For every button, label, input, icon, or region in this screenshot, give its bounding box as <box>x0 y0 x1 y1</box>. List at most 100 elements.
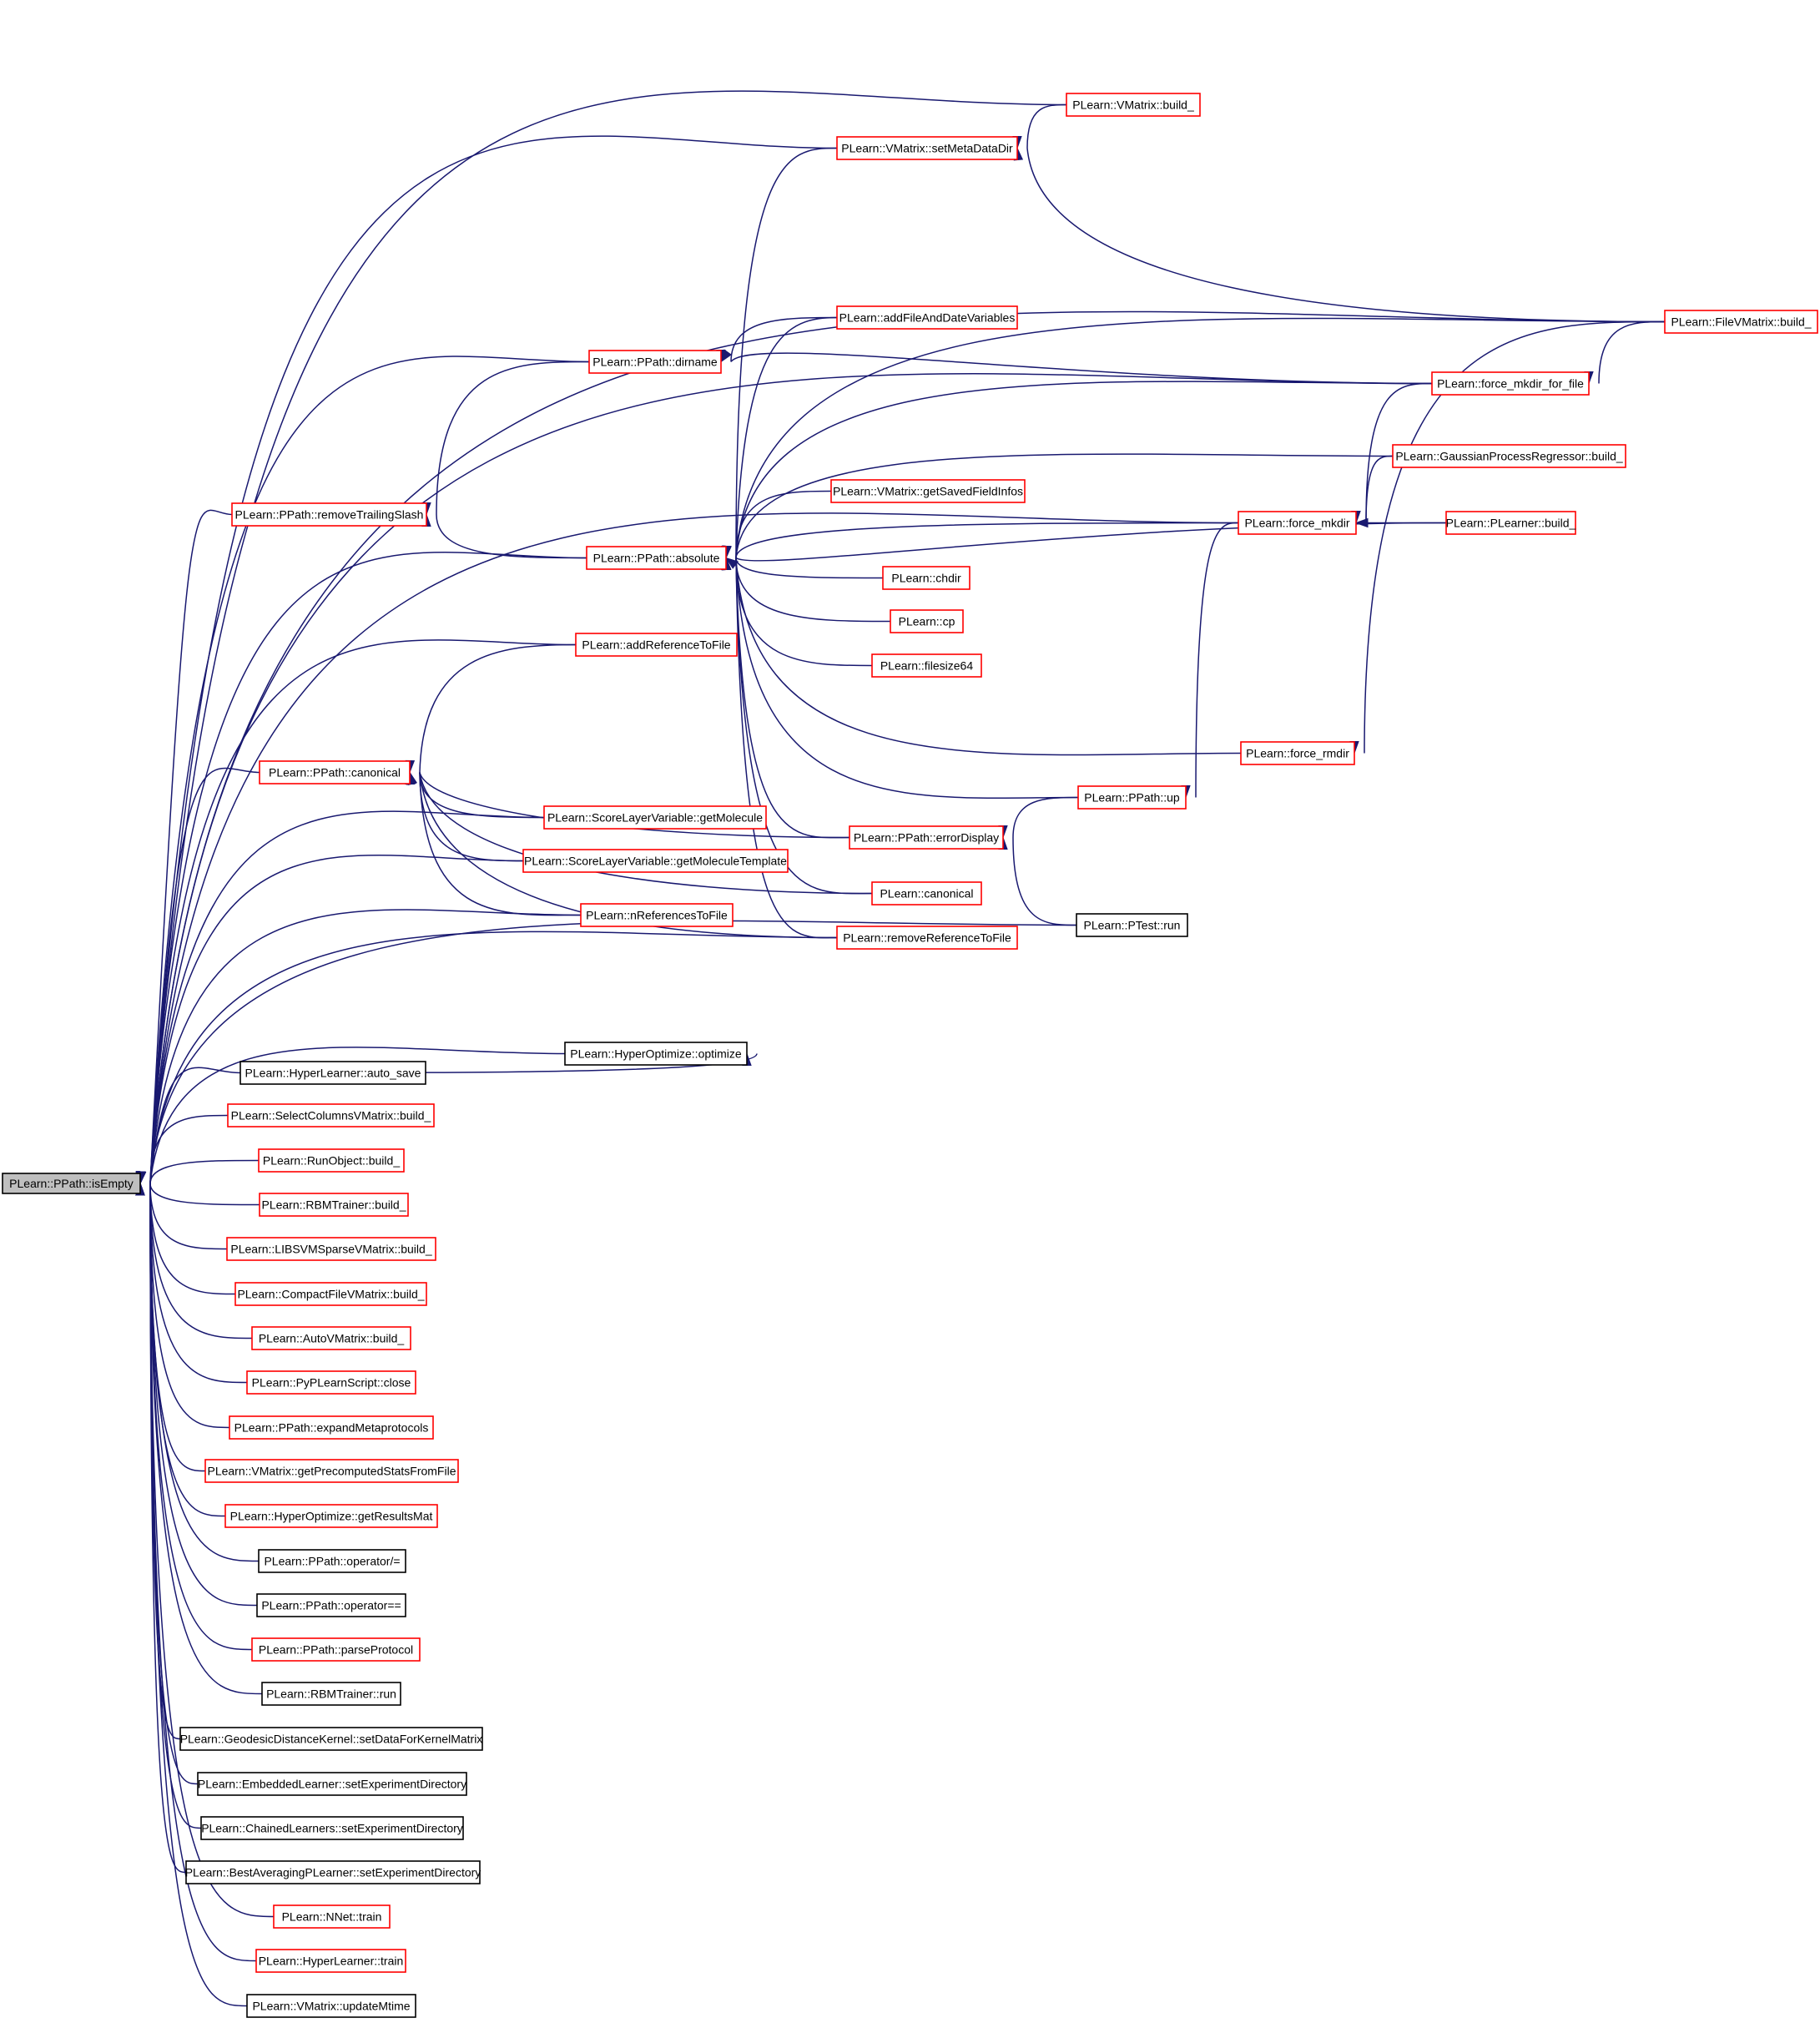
node-absolute[interactable]: PLearn::PPath::absolute <box>586 546 727 570</box>
node-box <box>259 760 411 784</box>
node-rbmRun[interactable]: PLearn::RBMTrainer::run <box>261 1682 401 1706</box>
node-label: PLearn::PLearner::build_ <box>1446 517 1576 530</box>
node-autoVM[interactable]: PLearn::AutoVMatrix::build_ <box>251 1326 411 1350</box>
node-label: PLearn::HyperOptimize::optimize <box>570 1047 742 1061</box>
node-getSaved[interactable]: PLearn::VMatrix::getSavedFieldInfos <box>830 479 1026 503</box>
node-box <box>522 849 789 873</box>
node-autoSave[interactable]: PLearn::HyperLearner::auto_save <box>239 1061 426 1085</box>
node-updMtime[interactable]: PLearn::VMatrix::updateMtime <box>246 1994 416 2018</box>
edge-absolute-gpr <box>722 453 1394 559</box>
node-vm_build[interactable]: PLearn::VMatrix::build_ <box>1066 93 1201 117</box>
node-nRefs[interactable]: PLearn::nReferencesToFile <box>580 903 734 927</box>
node-dirname[interactable]: PLearn::PPath::dirname <box>588 350 722 374</box>
node-force_mkdir[interactable]: PLearn::force_mkdir <box>1238 511 1357 535</box>
node-box <box>179 1727 483 1751</box>
node-box <box>229 1415 434 1440</box>
edge-isEmpty-selCols <box>135 1114 229 1185</box>
node-expand[interactable]: PLearn::PPath::expandMetaprotocols <box>229 1415 434 1440</box>
node-chained[interactable]: PLearn::ChainedLearners::setExperimentDi… <box>200 1816 464 1840</box>
node-label: PLearn::PPath::absolute <box>593 552 720 565</box>
node-plearner[interactable]: PLearn::PLearner::build_ <box>1445 511 1576 535</box>
edge-absolute-up <box>721 557 1079 799</box>
node-label: PLearn::PPath::isEmpty <box>9 1177 134 1190</box>
node-selCols[interactable]: PLearn::SelectColumnsVMatrix::build_ <box>227 1103 435 1128</box>
node-box <box>1238 511 1357 535</box>
node-box <box>586 546 727 570</box>
node-getMol[interactable]: PLearn::ScoreLayerVariable::getMolecule <box>543 805 767 830</box>
node-getMolT[interactable]: PLearn::ScoreLayerVariable::getMoleculeT… <box>522 849 789 873</box>
node-errDisp[interactable]: PLearn::PPath::errorDisplay <box>849 825 1004 850</box>
node-canonical[interactable]: PLearn::PPath::canonical <box>259 760 411 784</box>
edge-isEmpty-getPrec <box>135 1182 206 1472</box>
node-libsvm[interactable]: PLearn::LIBSVMSparseVMatrix::build_ <box>226 1237 436 1261</box>
node-embedded[interactable]: PLearn::EmbeddedLearner::setExperimentDi… <box>197 1772 467 1796</box>
node-gpr[interactable]: PLearn::GaussianProcessRegressor::build_ <box>1392 444 1626 468</box>
node-hlTrain[interactable]: PLearn::HyperLearner::train <box>255 1949 406 1973</box>
node-label: PLearn::canonical <box>880 887 973 901</box>
node-opDiv[interactable]: PLearn::PPath::operator/= <box>258 1549 406 1573</box>
node-runObj[interactable]: PLearn::RunObject::build_ <box>258 1148 405 1173</box>
node-addFile[interactable]: PLearn::addFileAndDateVariables <box>836 305 1018 330</box>
node-label: PLearn::VMatrix::getPrecomputedStatsFrom… <box>207 1465 456 1478</box>
node-label: PLearn::HyperLearner::train <box>259 1955 404 1968</box>
node-box <box>836 136 1018 160</box>
node-box <box>256 1593 406 1617</box>
node-hoOpt[interactable]: PLearn::HyperOptimize::optimize <box>564 1042 748 1066</box>
node-ptest[interactable]: PLearn::PTest::run <box>1076 913 1188 937</box>
edge-isEmpty-setMeta <box>136 135 838 1185</box>
node-getRes[interactable]: PLearn::HyperOptimize::getResultsMat <box>224 1504 438 1528</box>
node-pyClose[interactable]: PLearn::PyPLearnScript::close <box>246 1370 416 1395</box>
node-force_rmdir[interactable]: PLearn::force_rmdir <box>1240 741 1355 765</box>
node-box <box>251 1326 411 1350</box>
node-box <box>543 805 767 830</box>
node-label: PLearn::PTest::run <box>1084 919 1181 932</box>
node-box <box>2 1173 141 1194</box>
node-removeTS[interactable]: PLearn::PPath::removeTrailingSlash <box>231 502 427 527</box>
node-label: PLearn::force_mkdir_for_file <box>1437 377 1584 391</box>
node-rbmBuild[interactable]: PLearn::RBMTrainer::build_ <box>259 1193 409 1217</box>
node-bestAvg[interactable]: PLearn::BestAveragingPLearner::setExperi… <box>185 1860 481 1884</box>
node-up[interactable]: PLearn::PPath::up <box>1077 785 1187 810</box>
node-box <box>258 1549 406 1573</box>
node-box <box>830 479 1026 503</box>
node-box <box>890 609 964 633</box>
node-compact[interactable]: PLearn::CompactFileVMatrix::build_ <box>234 1282 427 1306</box>
node-box <box>246 1994 416 2018</box>
node-box <box>246 1370 416 1395</box>
node-geodesic[interactable]: PLearn::GeodesicDistanceKernel::setDataF… <box>179 1727 483 1751</box>
node-label: PLearn::PPath::errorDisplay <box>854 831 999 845</box>
node-box <box>258 1148 405 1173</box>
edge-isEmpty-nRefs <box>136 909 582 1185</box>
node-box <box>185 1860 481 1884</box>
node-setMeta[interactable]: PLearn::VMatrix::setMetaDataDir <box>836 136 1018 160</box>
node-label: PLearn::addReferenceToFile <box>582 638 730 652</box>
node-chdir[interactable]: PLearn::chdir <box>882 566 970 590</box>
node-label: PLearn::nReferencesToFile <box>586 909 728 922</box>
node-parseProt[interactable]: PLearn::PPath::parseProtocol <box>251 1637 421 1662</box>
node-addRef[interactable]: PLearn::addReferenceToFile <box>575 633 738 657</box>
node-isEmpty[interactable]: PLearn::PPath::isEmpty <box>2 1173 141 1194</box>
node-box <box>1392 444 1626 468</box>
node-label: PLearn::PPath::parseProtocol <box>259 1643 413 1657</box>
node-box <box>1431 371 1590 396</box>
node-mkdir_ff[interactable]: PLearn::force_mkdir_for_file <box>1431 371 1590 396</box>
node-box <box>234 1282 427 1306</box>
node-label: PLearn::force_rmdir <box>1246 747 1349 760</box>
node-nnet[interactable]: PLearn::NNet::train <box>273 1904 391 1929</box>
node-label: PLearn::ScoreLayerVariable::getMoleculeT… <box>524 855 787 868</box>
node-label: PLearn::AutoVMatrix::build_ <box>259 1332 405 1345</box>
node-fvm_build[interactable]: PLearn::FileVMatrix::build_ <box>1664 310 1818 334</box>
node-label: PLearn::HyperOptimize::getResultsMat <box>230 1510 433 1523</box>
node-label: PLearn::filesize64 <box>880 659 974 673</box>
node-label: PLearn::PPath::dirname <box>592 356 718 369</box>
edge-mkdir_ff-fvm_build <box>1584 320 1666 385</box>
node-cp[interactable]: PLearn::cp <box>890 609 964 633</box>
edge-isEmpty-runObj <box>135 1159 260 1185</box>
node-filesize[interactable]: PLearn::filesize64 <box>871 653 982 678</box>
node-getPrec[interactable]: PLearn::VMatrix::getPrecomputedStatsFrom… <box>204 1459 459 1483</box>
node-removeRef[interactable]: PLearn::removeReferenceToFile <box>836 926 1018 950</box>
node-opEq[interactable]: PLearn::PPath::operator== <box>256 1593 406 1617</box>
node-canon2[interactable]: PLearn::canonical <box>871 881 982 906</box>
node-label: PLearn::PPath::operator== <box>261 1599 401 1612</box>
